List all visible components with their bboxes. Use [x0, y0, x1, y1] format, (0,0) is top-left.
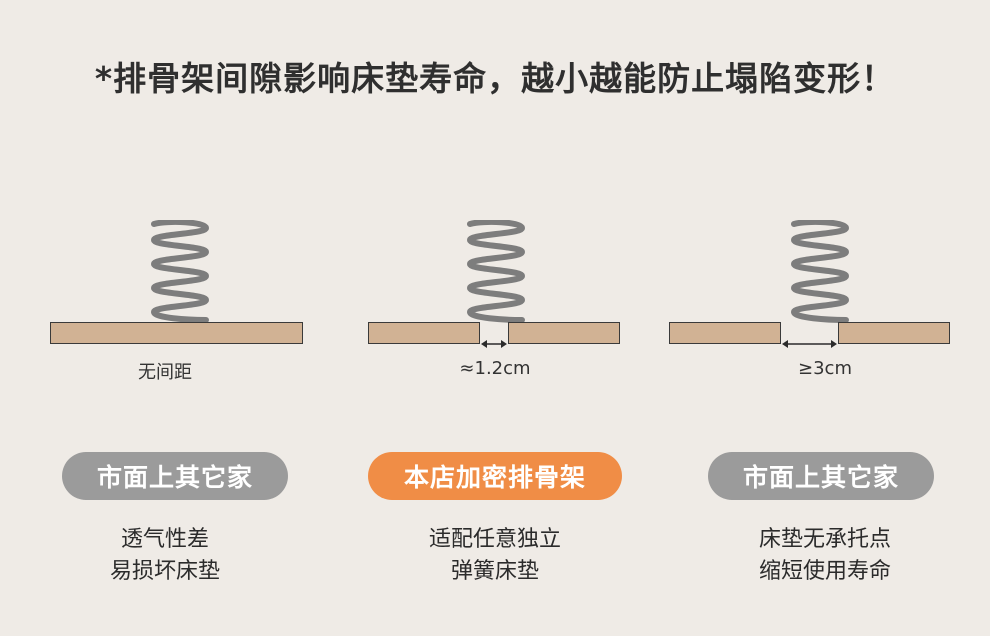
slat-board-left	[669, 322, 781, 344]
description-line: 床垫无承托点	[758, 527, 891, 552]
store-badge: 本店加密排骨架	[368, 452, 622, 500]
comparison-column-small-gap: ≈1.2cm 本店加密排骨架 适配任意独立 弹簧床垫	[330, 0, 660, 636]
comparison-column-large-gap: ≥3cm 市面上其它家 床垫无承托点 缩短使用寿命	[660, 0, 990, 636]
description-line: 适配任意独立	[428, 527, 561, 552]
spring-icon	[150, 220, 210, 323]
gap-label: 无间距	[138, 362, 192, 383]
gap-label: ≈1.2cm	[459, 358, 531, 379]
slat-board-left	[368, 322, 480, 344]
comparison-column-no-gap: 无间距 市面上其它家 透气性差 易损坏床垫	[0, 0, 330, 636]
slat-board	[50, 322, 303, 344]
slat-board-right	[838, 322, 950, 344]
description-line: 缩短使用寿命	[758, 559, 891, 584]
slat-board-right	[508, 322, 620, 344]
gap-arrow-icon	[782, 340, 837, 348]
competitor-badge: 市面上其它家	[62, 452, 288, 500]
spring-icon	[466, 220, 526, 323]
column-description: 适配任意独立 弹簧床垫	[330, 524, 660, 588]
description-line: 弹簧床垫	[450, 559, 539, 584]
description-line: 透气性差	[120, 527, 209, 552]
gap-label: ≥3cm	[798, 358, 852, 379]
gap-arrow-icon	[481, 340, 507, 348]
headline: *排骨架间隙影响床垫寿命，越小越能防止塌陷变形！	[94, 59, 896, 98]
spring-icon	[790, 220, 850, 323]
column-description: 床垫无承托点 缩短使用寿命	[660, 524, 990, 588]
description-line: 易损坏床垫	[109, 559, 220, 584]
column-description: 透气性差 易损坏床垫	[0, 524, 330, 588]
competitor-badge: 市面上其它家	[708, 452, 934, 500]
